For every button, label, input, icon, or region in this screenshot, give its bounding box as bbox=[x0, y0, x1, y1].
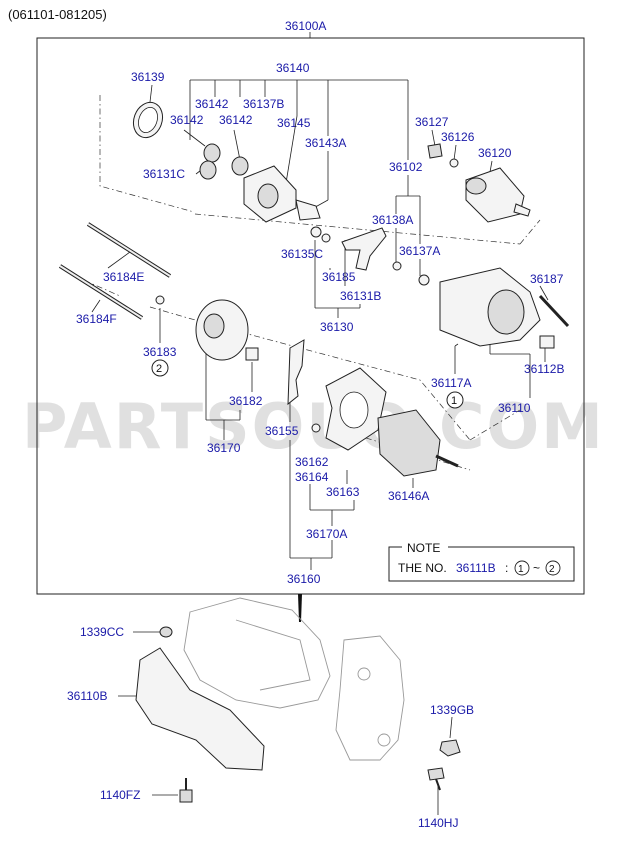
svg-text:1: 1 bbox=[518, 564, 524, 575]
circle-ref-1 bbox=[446, 391, 464, 409]
gear-36142-c bbox=[231, 156, 249, 176]
label-36112B[interactable]: 36112B bbox=[524, 362, 564, 376]
bush-36112B bbox=[539, 335, 555, 349]
label-36187[interactable]: 36187 bbox=[530, 272, 564, 286]
label-36102[interactable]: 36102 bbox=[389, 160, 423, 174]
label-36182[interactable]: 36182 bbox=[229, 394, 263, 408]
label-36142-b[interactable]: 36142 bbox=[170, 113, 204, 127]
label-36170A[interactable]: 36170A bbox=[306, 527, 347, 541]
shift-lever bbox=[341, 227, 387, 271]
note-prefix: THE NO. bbox=[398, 561, 447, 575]
label-36138A[interactable]: 36138A bbox=[372, 213, 413, 227]
svg-text:2: 2 bbox=[156, 363, 162, 375]
bush-36182 bbox=[245, 347, 259, 361]
label-36100A[interactable]: 36100A bbox=[285, 19, 326, 33]
washer-36126 bbox=[449, 158, 459, 168]
date-range: (061101-081205) bbox=[8, 7, 107, 22]
label-36140[interactable]: 36140 bbox=[276, 61, 310, 75]
bolt-1140HJ bbox=[427, 767, 445, 781]
label-36184E[interactable]: 36184E bbox=[103, 270, 144, 284]
label-36185[interactable]: 36185 bbox=[322, 270, 356, 284]
circle-ref-2 bbox=[151, 359, 169, 377]
bolt-1140FZ bbox=[179, 789, 193, 803]
brush-lead-36155 bbox=[287, 339, 305, 406]
gear-36142-a bbox=[203, 143, 221, 163]
label-36120[interactable]: 36120 bbox=[478, 146, 512, 160]
label-36110B[interactable]: 36110B bbox=[67, 689, 107, 703]
label-36117A[interactable]: 36117A bbox=[431, 376, 471, 390]
label-36131C[interactable]: 36131C bbox=[143, 167, 185, 181]
label-36164[interactable]: 36164 bbox=[295, 470, 329, 484]
label-1339CC[interactable]: 1339CC bbox=[80, 625, 124, 639]
heat-shield-36110B bbox=[135, 647, 265, 771]
label-1140HJ[interactable]: 1140HJ bbox=[418, 816, 458, 830]
label-36142-c[interactable]: 36142 bbox=[219, 113, 253, 127]
label-36184F[interactable]: 36184F bbox=[76, 312, 117, 326]
label-36110[interactable]: 36110 bbox=[498, 401, 531, 415]
nut-1339CC bbox=[159, 626, 173, 638]
armature-36146A bbox=[377, 409, 441, 477]
label-36137B[interactable]: 36137B bbox=[243, 97, 284, 111]
svg-text:~: ~ bbox=[533, 561, 540, 575]
label-1339GB[interactable]: 1339GB bbox=[430, 703, 474, 717]
label-36146A[interactable]: 36146A bbox=[388, 489, 429, 503]
starter-installed-outline bbox=[183, 597, 331, 709]
label-36139[interactable]: 36139 bbox=[131, 70, 165, 84]
label-36130[interactable]: 36130 bbox=[320, 320, 354, 334]
label-36183[interactable]: 36183 bbox=[143, 345, 177, 359]
nut-1339GB bbox=[439, 739, 461, 757]
svg-text::: : bbox=[505, 561, 508, 575]
engine-block-outline bbox=[335, 635, 405, 761]
label-36126[interactable]: 36126 bbox=[441, 130, 475, 144]
assembly-frame bbox=[36, 37, 585, 595]
label-36160[interactable]: 36160 bbox=[287, 572, 321, 586]
label-36162[interactable]: 36162 bbox=[295, 455, 329, 469]
gear-36142-b bbox=[199, 160, 217, 180]
label-36145[interactable]: 36145 bbox=[277, 116, 311, 130]
label-36135C[interactable]: 36135C bbox=[281, 247, 323, 261]
label-36143A[interactable]: 36143A bbox=[305, 136, 346, 150]
svg-text:2: 2 bbox=[549, 564, 555, 575]
svg-text:1: 1 bbox=[451, 395, 457, 407]
label-36127[interactable]: 36127 bbox=[415, 115, 449, 129]
label-1140FZ[interactable]: 1140FZ bbox=[100, 788, 140, 802]
label-36163[interactable]: 36163 bbox=[326, 485, 360, 499]
label-36137A[interactable]: 36137A bbox=[399, 244, 440, 258]
nut-36127 bbox=[427, 143, 443, 159]
pinion-shaft bbox=[295, 199, 321, 221]
label-36155[interactable]: 36155 bbox=[265, 424, 299, 438]
note-part[interactable]: 36111B bbox=[456, 561, 496, 575]
label-36131B[interactable]: 36131B bbox=[340, 289, 381, 303]
label-36170[interactable]: 36170 bbox=[207, 441, 241, 455]
solenoid-36120 bbox=[465, 167, 525, 223]
label-36142-a[interactable]: 36142 bbox=[195, 97, 229, 111]
note-title: NOTE bbox=[407, 541, 440, 555]
